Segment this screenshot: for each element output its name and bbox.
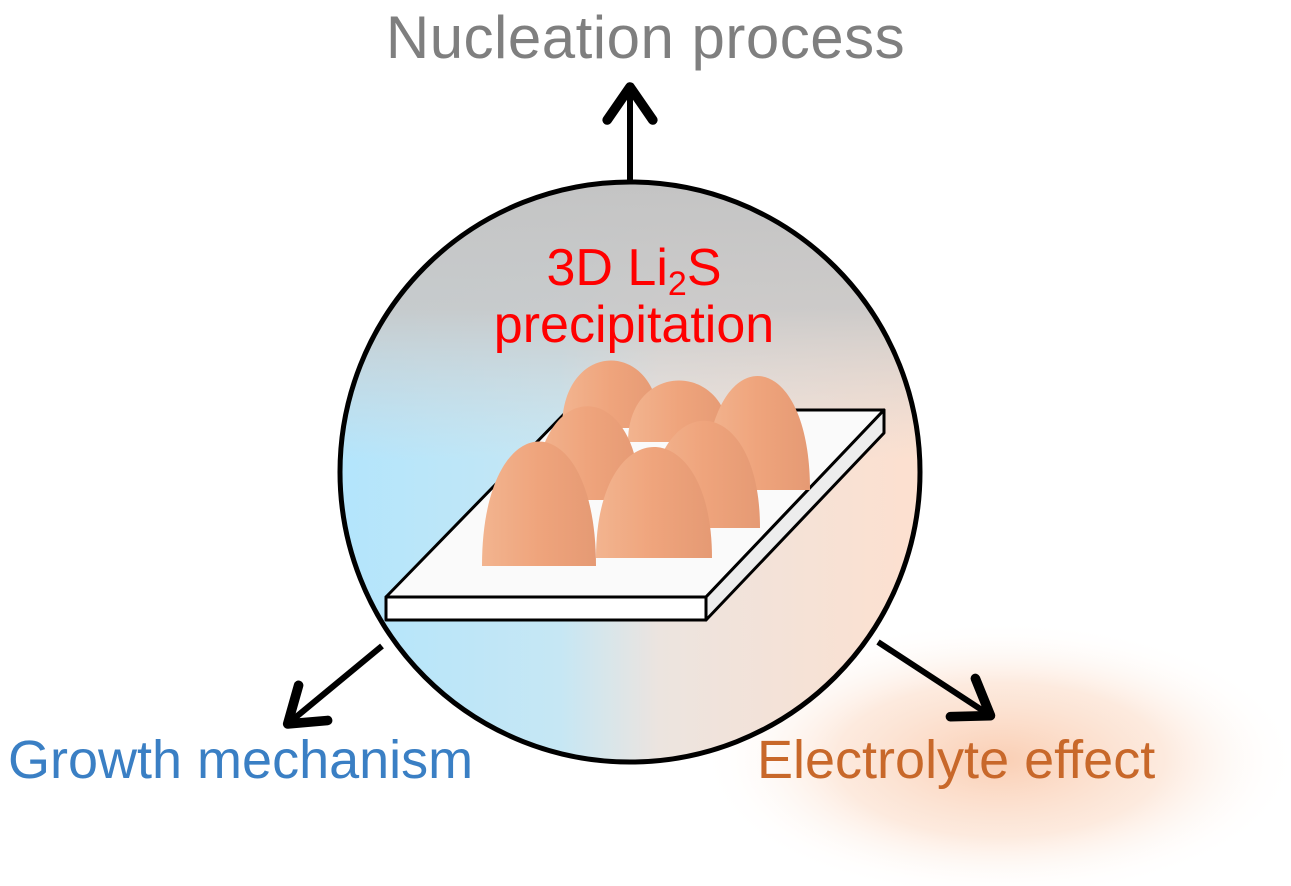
- electrolyte-effect-label: Electrolyte effect: [757, 730, 1156, 790]
- electrolyte-glow: [700, 620, 1291, 886]
- nucleation-process-label: Nucleation process: [385, 4, 906, 71]
- growth-mechanism-label: Growth mechanism: [8, 730, 474, 790]
- arrow-down-left: [282, 643, 384, 729]
- arrow-down-right: [876, 639, 996, 722]
- dome: [482, 441, 596, 566]
- center-title-line2: precipitation: [493, 296, 775, 355]
- li2s-domes: [482, 360, 810, 566]
- center-title: 3D Li2S precipitation: [404, 239, 864, 355]
- dome: [596, 447, 712, 558]
- center-title-line1: 3D Li2S: [546, 239, 722, 303]
